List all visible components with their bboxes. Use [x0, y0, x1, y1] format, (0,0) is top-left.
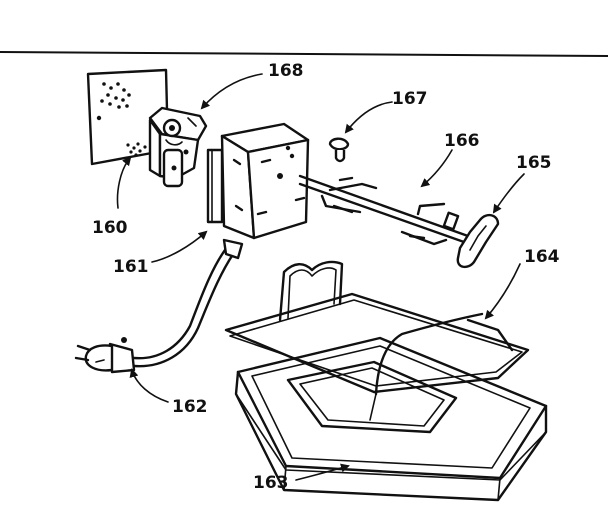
- callout-161: 161: [113, 257, 149, 277]
- part-161-motor-box: [206, 122, 310, 240]
- callout-164: 164: [524, 247, 560, 267]
- callout-arrow-161: [151, 230, 208, 263]
- callout-arrow-167: [344, 101, 393, 134]
- callout-arrow-164: [484, 263, 521, 320]
- part-166-spit-rod: [298, 174, 470, 246]
- callout-arrow-168: [200, 73, 263, 110]
- callout-arrow-162: [129, 368, 169, 403]
- callout-165: 165: [516, 153, 552, 173]
- part-167-knob: [328, 137, 350, 163]
- part-164-rack: [224, 260, 530, 421]
- part-165-handle: [456, 213, 500, 269]
- part-168-motor-bracket: [148, 106, 208, 188]
- callout-arrow-163: [295, 463, 350, 481]
- top-rule: [0, 51, 608, 57]
- callout-160: 160: [92, 218, 128, 238]
- callout-167: 167: [392, 89, 428, 109]
- part-163-drip-pan: [234, 336, 548, 502]
- callout-166: 166: [444, 131, 480, 151]
- callout-arrow-165: [492, 173, 525, 214]
- callout-arrow-166: [420, 149, 453, 188]
- part-162-power-cord: [74, 238, 244, 374]
- callout-arrow-160: [116, 156, 132, 209]
- callout-168: 168: [268, 61, 304, 81]
- callout-162: 162: [172, 397, 208, 417]
- callout-163: 163: [253, 473, 289, 493]
